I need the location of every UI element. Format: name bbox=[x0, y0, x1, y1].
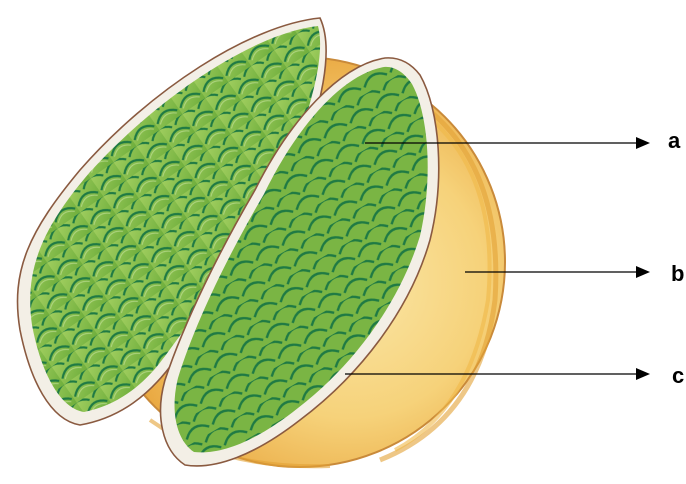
label-c: c bbox=[672, 365, 684, 387]
label-b: b bbox=[671, 263, 684, 285]
label-a: a bbox=[668, 130, 680, 152]
